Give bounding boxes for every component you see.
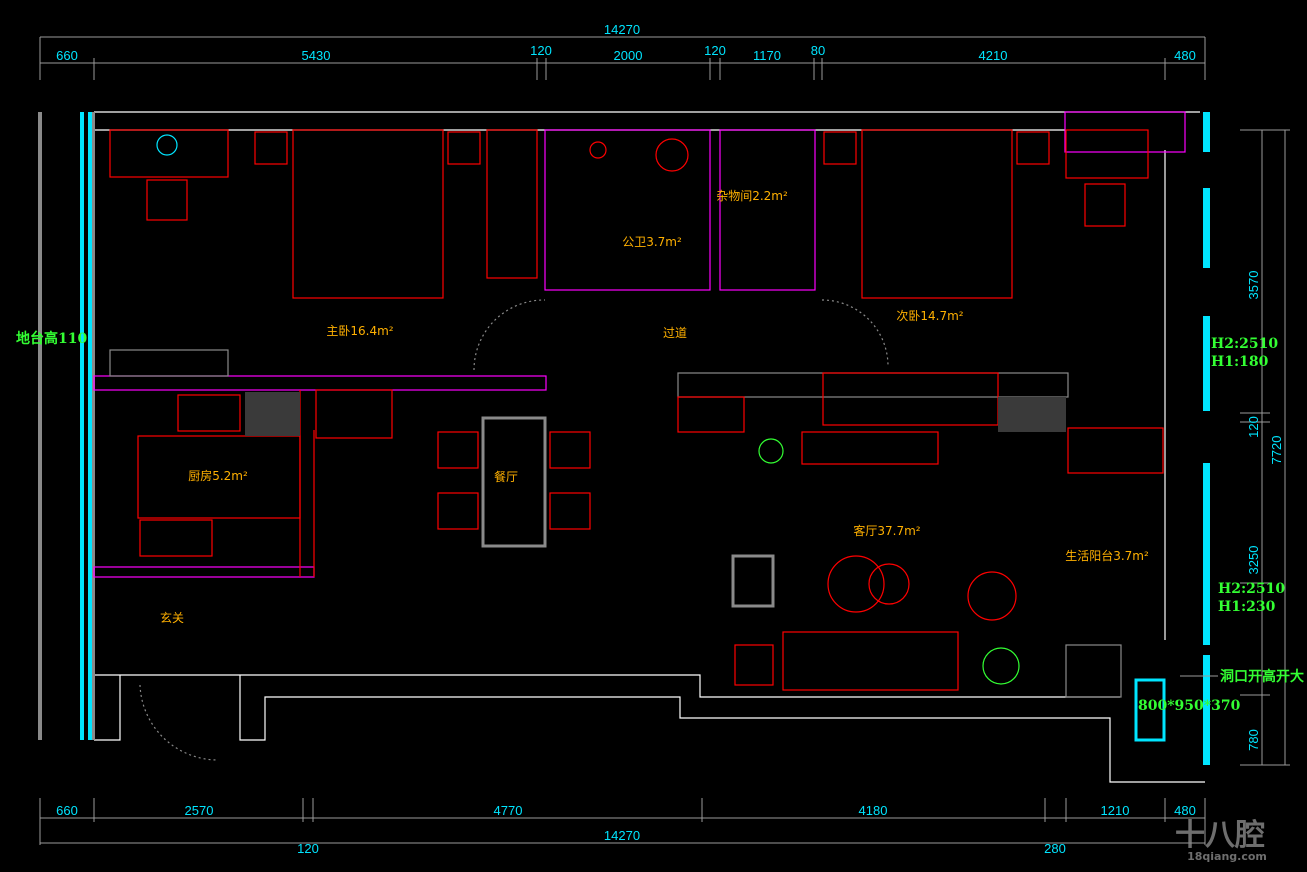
dim-top-0: 660 bbox=[56, 48, 78, 63]
dim-top-5: 1170 bbox=[753, 48, 781, 63]
dim-top-8: 480 bbox=[1174, 48, 1196, 63]
room-entrance: 玄关 bbox=[160, 610, 184, 625]
dim-bottom-4: 1210 bbox=[1101, 803, 1130, 818]
bottom-dimension-lines bbox=[39, 798, 1206, 845]
dim-right-0: 3570 bbox=[1246, 271, 1261, 300]
walls bbox=[94, 111, 1205, 783]
room-balcony: 生活阳台3.7m² bbox=[1065, 548, 1149, 563]
dim-bottom-extra-1: 280 bbox=[1044, 841, 1066, 856]
room-dining: 餐厅 bbox=[494, 469, 518, 484]
right-dimension-lines bbox=[1240, 129, 1290, 766]
room-storage: 杂物间2.2m² bbox=[716, 189, 788, 203]
dim-bottom-total: 14270 bbox=[604, 828, 640, 843]
dim-top-4: 120 bbox=[704, 43, 726, 58]
dim-bottom-1: 2570 bbox=[185, 803, 214, 818]
dim-top-7: 4210 bbox=[979, 48, 1008, 63]
dim-top-total: 14270 bbox=[604, 22, 640, 37]
dim-right-2: 3250 bbox=[1246, 546, 1261, 575]
dim-right-total: 7720 bbox=[1269, 436, 1284, 465]
dim-right-1: 120 bbox=[1246, 416, 1261, 438]
dim-bottom-3: 4180 bbox=[859, 803, 888, 818]
room-corridor: 过道 bbox=[663, 326, 687, 340]
note-window2-h1: H1:230 bbox=[1218, 599, 1276, 615]
room-bathroom: 公卫3.7m² bbox=[622, 235, 682, 249]
room-master-bedroom: 主卧16.4m² bbox=[326, 324, 393, 338]
right-windows bbox=[1134, 112, 1210, 765]
room-second-bedroom: 次卧14.7m² bbox=[896, 309, 963, 323]
interior-partitions bbox=[93, 111, 1186, 578]
room-living: 客厅37.7m² bbox=[853, 523, 920, 538]
dim-bottom-0: 660 bbox=[56, 803, 78, 818]
note-ac-size: 800*950*370 bbox=[1138, 698, 1241, 714]
dim-top-6: 80 bbox=[811, 43, 825, 58]
dim-right-3: 780 bbox=[1246, 729, 1261, 751]
top-dimension-lines bbox=[39, 36, 1206, 80]
dim-bottom-2: 4770 bbox=[494, 803, 523, 818]
left-window bbox=[38, 112, 95, 740]
dim-bottom-extra-0: 120 bbox=[297, 841, 319, 856]
room-kitchen: 厨房5.2m² bbox=[188, 468, 248, 483]
note-opening: 洞口开高开大 bbox=[1220, 668, 1304, 685]
watermark-url: 18qiang.com bbox=[1187, 850, 1267, 863]
note-window1-h1: H1:180 bbox=[1211, 354, 1269, 370]
dim-top-2: 120 bbox=[530, 43, 552, 58]
furniture bbox=[109, 129, 1164, 761]
note-window2-h2: H2:2510 bbox=[1218, 581, 1285, 597]
watermark-logo: 十八腔 bbox=[1175, 818, 1265, 853]
note-window1-h2: H2:2510 bbox=[1211, 336, 1278, 352]
note-platform-height: 地台高110 bbox=[16, 330, 87, 347]
dim-bottom-5: 480 bbox=[1174, 803, 1196, 818]
dim-top-1: 5430 bbox=[302, 48, 331, 63]
dim-top-3: 2000 bbox=[614, 48, 643, 63]
